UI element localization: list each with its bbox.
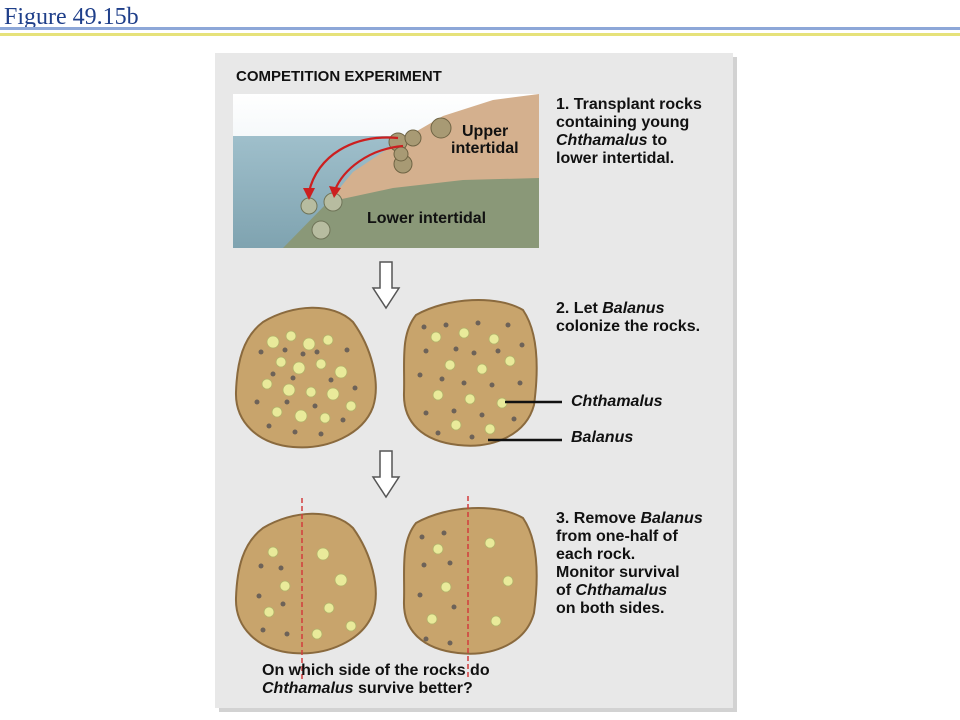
step-1-line-3-suffix: to bbox=[647, 132, 668, 149]
step-1-text: 1. Transplant rocks containing young Cht… bbox=[556, 96, 702, 168]
step-3-line-6: on both sides. bbox=[556, 600, 665, 617]
header-rule-yellow bbox=[0, 33, 960, 36]
step-3-line-1: 3. Remove Balanus bbox=[556, 510, 703, 528]
step-2-text: 2. Let Balanus colonize the rocks. bbox=[556, 300, 700, 336]
step-3-line-1-prefix: 3. Remove bbox=[556, 510, 641, 527]
question-line-2: Chthamalus survive better? bbox=[262, 680, 490, 698]
upper-intertidal-zone bbox=[328, 94, 539, 202]
arrow-head bbox=[329, 186, 341, 198]
question-species: Chthamalus bbox=[262, 680, 354, 697]
down-arrow-icon bbox=[371, 261, 401, 310]
figure-title: Figure 49.15b bbox=[4, 4, 139, 30]
step-3-species-2: Chthamalus bbox=[575, 582, 668, 599]
step-2-line-1-prefix: 2. Let bbox=[556, 300, 603, 317]
panel-title: COMPETITION EXPERIMENT bbox=[236, 68, 442, 85]
step-3-line-3: each rock. bbox=[556, 546, 636, 563]
arrow-head bbox=[303, 188, 315, 200]
step-3-line-5: of Chthamalus bbox=[556, 582, 703, 600]
step-1-line-3: Chthamalus to bbox=[556, 132, 702, 150]
question-line-1: On which side of the rocks do bbox=[262, 662, 490, 679]
step-3-line-5-prefix: of bbox=[556, 582, 576, 599]
step-2-line-1: 2. Let Balanus bbox=[556, 300, 700, 318]
transplant-arrows bbox=[307, 136, 404, 193]
step-1-line-1: 1. Transplant rocks bbox=[556, 96, 702, 113]
balanus-label: Balanus bbox=[571, 429, 634, 446]
rock-left-colonized bbox=[234, 306, 377, 449]
step-2-line-2: colonize the rocks. bbox=[556, 318, 701, 335]
lower-intertidal-label: Lower intertidal bbox=[367, 210, 487, 227]
step-2-species: Balanus bbox=[602, 300, 665, 317]
step-3-species-1: Balanus bbox=[640, 510, 703, 527]
step-3-line-4: Monitor survival bbox=[556, 564, 680, 581]
rock-left-half-cleared bbox=[234, 512, 377, 655]
upper-intertidal-label-2: intertidal bbox=[451, 140, 519, 157]
experiment-question: On which side of the rocks do Chthamalus… bbox=[262, 662, 490, 698]
rock-right-colonized bbox=[402, 298, 538, 447]
down-arrow-icon bbox=[371, 450, 401, 499]
step-1-species: Chthamalus bbox=[556, 132, 648, 149]
step-1-line-4: lower intertidal. bbox=[556, 150, 675, 167]
intertidal-scene bbox=[233, 94, 539, 248]
lower-rocks bbox=[300, 192, 343, 240]
step-1-line-2: containing young bbox=[556, 114, 690, 131]
lower-intertidal-zone bbox=[283, 174, 539, 248]
chthamalus-label: Chthamalus bbox=[571, 393, 663, 410]
step-3-line-2: from one-half of bbox=[556, 528, 678, 545]
upper-intertidal-label-1: Upper bbox=[462, 123, 509, 140]
step-3-text: 3. Remove Balanus from one-half of each … bbox=[556, 510, 703, 618]
header-rule-blue bbox=[0, 27, 960, 30]
question-line-2-suffix: survive better? bbox=[353, 680, 473, 697]
rock-right-half-cleared bbox=[402, 506, 538, 655]
